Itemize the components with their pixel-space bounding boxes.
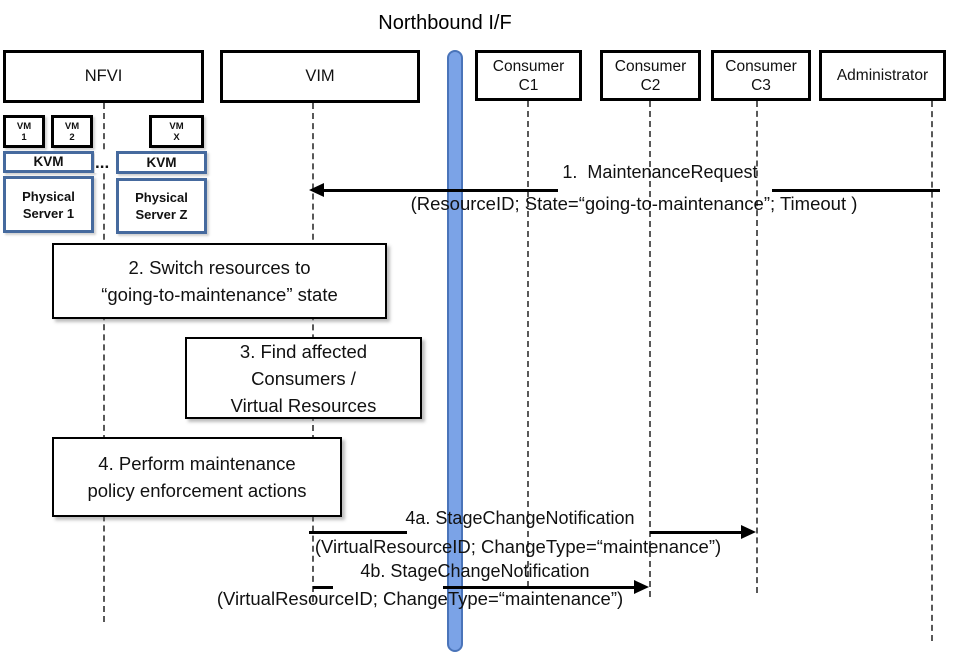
message-4b-params: (VirtualResourceID; ChangeType=“maintena… — [216, 588, 624, 609]
message-1-arrowhead — [309, 183, 324, 197]
ellipsis-dots: ... — [95, 153, 110, 173]
participant-consumer-c2-label: Consumer — [614, 57, 687, 75]
northbound-if-bar — [447, 50, 463, 652]
participant-nfvi: NFVI — [3, 50, 204, 103]
message-4b-arrowhead — [634, 580, 649, 594]
participant-consumer-c2-sublabel: C2 — [640, 76, 661, 94]
participant-administrator: Administrator — [819, 50, 946, 101]
message-4a-line-right — [650, 531, 743, 534]
message-4b-label: 4b. StageChangeNotification — [360, 561, 590, 581]
activity-4-line1: 4. Perform maintenance — [98, 453, 296, 474]
vmx-box: VM X — [149, 115, 204, 148]
lifeline-consumer-c1 — [527, 101, 529, 587]
northbound-if-title: Northbound I/F — [378, 12, 512, 34]
participant-consumer-c1-label: Consumer — [492, 57, 565, 75]
kvm-left-label: KVM — [33, 154, 64, 169]
message-4b-line-left — [313, 586, 333, 589]
message-4a-label: 4a. StageChangeNotification — [405, 508, 635, 528]
kvm-right-box: KVM — [116, 151, 207, 174]
participant-administrator-label: Administrator — [836, 67, 929, 84]
activity-4-box: 4. Perform maintenance policy enforcemen… — [52, 437, 342, 517]
physical-server-z-box: Physical Server Z — [116, 178, 207, 234]
activity-3-box: 3. Find affected Consumers / Virtual Res… — [185, 337, 422, 419]
participant-nfvi-label: NFVI — [84, 67, 123, 85]
activity-2-line1: 2. Switch resources to — [128, 257, 311, 278]
participant-consumer-c3-label: Consumer — [725, 57, 797, 75]
lifeline-administrator — [931, 101, 933, 641]
participant-consumer-c3-sublabel: C3 — [751, 76, 771, 94]
lifeline-consumer-c3 — [756, 101, 758, 593]
activity-3-line1: 3. Find affected — [239, 340, 368, 362]
participant-consumer-c3: Consumer C3 — [711, 50, 811, 101]
participant-consumer-c2: Consumer C2 — [600, 50, 701, 101]
message-4a-params: (VirtualResourceID; ChangeType=“maintena… — [314, 536, 722, 557]
lifeline-consumer-c2 — [649, 101, 651, 597]
participant-vim: VIM — [220, 50, 420, 103]
message-1-params: (ResourceID; State=“going-to-maintenance… — [410, 193, 858, 214]
activity-3-line2: Consumers / — [251, 367, 356, 389]
activity-2-line2: “going-to-maintenance” state — [101, 284, 338, 305]
message-1-line-right — [772, 189, 940, 192]
participant-consumer-c1: Consumer C1 — [475, 50, 582, 101]
message-1-label: 1. MaintenanceRequest — [562, 162, 758, 182]
activity-3-line3: Virtual Resources — [230, 394, 377, 416]
message-4a-line-left — [309, 531, 407, 534]
physical-server-1-line2: Server 1 — [22, 205, 75, 221]
vm1-number: 1 — [21, 131, 27, 143]
message-1-line-left — [322, 189, 558, 192]
vm2-box: VM 2 — [51, 115, 93, 148]
physical-server-1-line1: Physical — [22, 188, 75, 204]
participant-consumer-c1-sublabel: C1 — [518, 76, 539, 94]
physical-server-z-line2: Server Z — [135, 207, 188, 222]
kvm-right-label: KVM — [146, 154, 177, 170]
vm2-label: VM — [64, 120, 80, 132]
kvm-left-box: KVM — [3, 151, 94, 173]
vmx-label: VM — [169, 120, 184, 132]
lifeline-nfvi — [103, 103, 105, 622]
vmx-number: X — [173, 131, 180, 143]
message-4b-line-right — [443, 586, 636, 589]
physical-server-1-box: Physical Server 1 — [3, 176, 94, 233]
physical-server-z-line1: Physical — [135, 190, 188, 205]
participant-vim-label: VIM — [305, 67, 335, 85]
activity-4-line2: policy enforcement actions — [87, 480, 307, 501]
vm1-label: VM — [16, 120, 32, 132]
message-4a-arrowhead — [741, 525, 756, 539]
activity-2-box: 2. Switch resources to “going-to-mainten… — [52, 243, 387, 319]
vm2-number: 2 — [69, 131, 75, 143]
vm1-box: VM 1 — [3, 115, 45, 148]
